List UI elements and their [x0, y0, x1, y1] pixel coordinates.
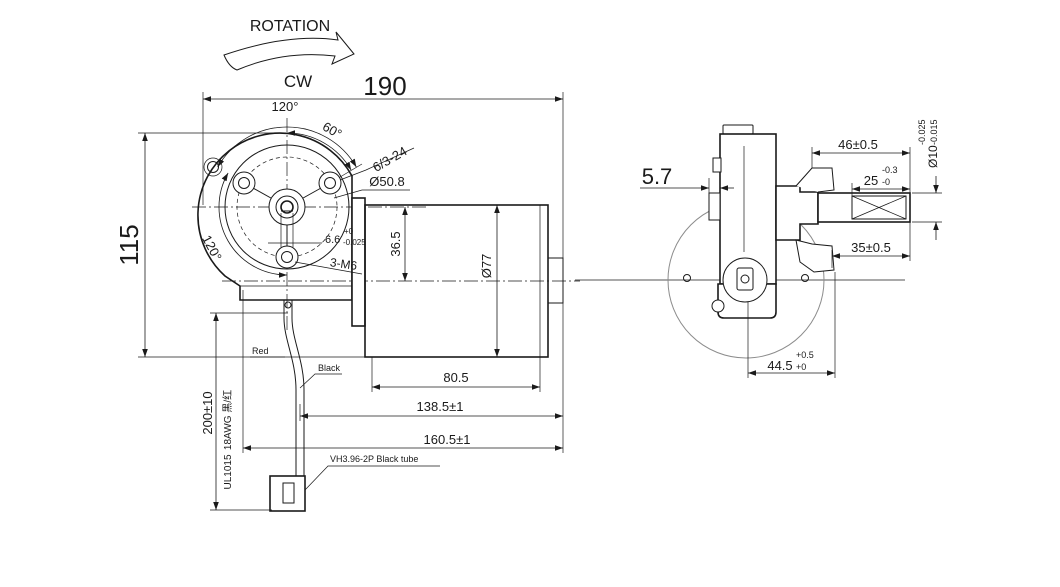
dim-face-offset-label: 5.7 [642, 164, 673, 189]
mounting-ear-ring [203, 157, 223, 177]
shaft-flat-value: 6.6 [325, 234, 340, 246]
shaft-flat-lower: -0.025 [343, 238, 366, 247]
angle-left-label: 120° [199, 232, 225, 263]
bolt-boss-top-right [318, 171, 342, 195]
output-boss [268, 188, 306, 226]
side-bump-top [712, 157, 722, 173]
dim-edge-length-label: 160.5±1 [424, 432, 471, 447]
rotation-arrow-icon [223, 31, 355, 71]
dim-shaft-dia-lower: -0.015 [929, 119, 939, 145]
dim-shaft-dia-upper: -0.025 [917, 119, 927, 145]
dim-offset-label: 36.5 [388, 231, 403, 256]
angle-arc-sixty [286, 130, 352, 171]
bolt-boss-bottom [275, 245, 299, 269]
side-bump-bottom [711, 299, 725, 313]
dim-motor-diameter-label: Ø77 [479, 254, 494, 279]
rotation-indicator: ROTATION CW [223, 18, 355, 91]
thread-leader [339, 147, 415, 181]
shaft-flat-hatch-b [851, 195, 907, 220]
mount-holes-label: 3-M6 [329, 255, 358, 273]
dim-115-label: 115 [114, 224, 144, 265]
wire-gauge-label: 18AWG 黑/红 [221, 390, 234, 450]
connector-label: VH3.96-2P Black tube [330, 454, 418, 464]
dim-lead-label: 200±10 [200, 391, 215, 434]
wire-exit [284, 301, 292, 309]
connector-housing [269, 475, 306, 512]
thread-spec-label: 6/3-24 [370, 143, 409, 174]
bolt-hole-top-right [324, 177, 336, 189]
black-leader [299, 373, 342, 389]
dim-flat-length-value: 25 [864, 173, 878, 188]
dim-shaft-dia-value: Ø10 [926, 145, 940, 168]
side-hole-left [683, 274, 691, 282]
gearbox-top-cap [722, 124, 754, 135]
stub-bottom-right [795, 239, 835, 273]
side-boss-pocket [736, 267, 754, 291]
side-hole-right [801, 274, 809, 282]
dim-190-label: 190 [363, 71, 406, 101]
angle-arc-left [218, 172, 288, 278]
output-shaft-side [817, 192, 911, 223]
wire-spec-label: UL1015 [223, 454, 234, 489]
angle-top-label: 120° [272, 99, 299, 114]
dim-shaft-length-label: 46±0.5 [838, 137, 878, 152]
wire-black-label: Black [318, 363, 341, 373]
stub-top-right [795, 167, 835, 193]
dim-center-offset-value: 44.5 [767, 358, 792, 373]
dim-flat-length-upper: -0.3 [882, 165, 898, 175]
angle-sixty-label: 60° [320, 119, 345, 142]
wire-red-label: Red [252, 346, 269, 356]
side-bump-middle [708, 192, 721, 221]
connector-latch [282, 482, 295, 504]
dim-motor-length-label: 80.5 [443, 370, 468, 385]
mounting-ear [207, 161, 219, 173]
motor-end-cap [547, 257, 564, 304]
wire-red [283, 300, 297, 476]
shaft-flat-upper: +0 [344, 227, 354, 236]
bolt-boss-top-left [232, 171, 256, 195]
rotation-direction: CW [284, 72, 312, 91]
wire-black [291, 300, 305, 476]
connector-leader [304, 465, 440, 491]
dim-flat-length-lower: -0 [882, 177, 890, 187]
dim-center-offset-upper: +0.5 [796, 350, 814, 360]
side-boss-hole [740, 274, 750, 284]
side-boss [722, 257, 768, 303]
side-view: 5.7 46±0.5 25 -0.3 -0 Ø10 -0.015 -0.025 … [575, 119, 942, 378]
dim-wire-length-label: 138.5±1 [417, 399, 464, 414]
pcd-leader [333, 189, 410, 199]
rotation-label: ROTATION [250, 18, 330, 35]
pcd-label: Ø50.8 [369, 174, 404, 189]
output-boss-side [775, 185, 819, 241]
shaft-flat-region [851, 195, 907, 220]
mount-holes-leader [294, 261, 363, 275]
dim-boss-length-label: 35±0.5 [851, 240, 891, 255]
dim-center-offset-lower: +0 [796, 362, 806, 372]
front-view: Red Black VH3.96-2P Black tube 120° 60° … [114, 71, 580, 512]
